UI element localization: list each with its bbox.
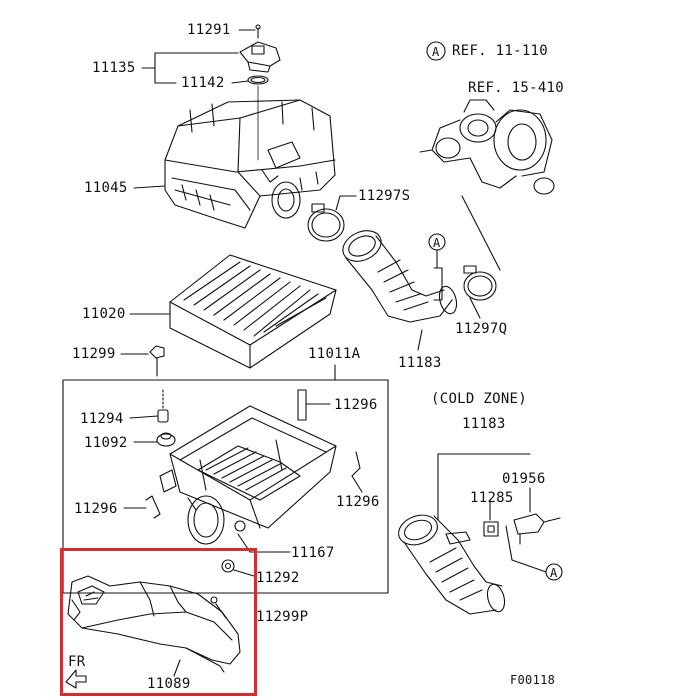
callout-11011a: 11011A [308,346,361,362]
air-cleaner-cover-part [164,85,336,229]
ref-a-letter: A [432,45,440,59]
callout-11167: 11167 [291,545,335,561]
callout-11296-left: 11296 [74,501,118,517]
intake-hose-upper-part [342,230,458,323]
ref-11-110: REF. 11-110 [452,43,549,59]
grommet-11294-part [157,389,169,423]
hose-clamp-q-part [463,265,497,301]
callout-11296-right: 11296 [336,494,380,510]
figure-code: F00118 [510,673,556,687]
callout-11299: 11299 [72,346,116,362]
sensor-01956-part [513,513,561,545]
holder-11296-left-part [145,495,161,519]
front-arrow-icon [65,669,87,689]
callout-11297q: 11297Q [455,321,508,337]
a-marker-low-letter: A [550,566,558,580]
callout-11183-upper: 11183 [398,355,442,371]
hose-clamp-s-part [307,203,345,242]
front-label: FR [68,654,86,670]
callout-11089: 11089 [147,676,191,692]
holder-11296-upper-part [297,389,307,421]
callout-11183-cold: 11183 [462,416,506,432]
a-marker-mid-letter: A [433,236,441,250]
callout-11294: 11294 [80,411,124,427]
callout-11045: 11045 [84,180,128,196]
o-ring-part [247,75,269,85]
air-duct-part [67,575,241,673]
callout-11285: 11285 [470,490,514,506]
air-cleaner-case-part [159,405,337,545]
cushion-11092-part [156,432,176,447]
callout-11142: 11142 [181,75,225,91]
cold-zone-label: (COLD ZONE) [431,391,528,407]
callout-11292: 11292 [256,570,300,586]
clip-11285-part [483,521,499,537]
clip-11299p-part [210,596,227,619]
callout-01956: 01956 [502,471,546,487]
callout-11297s: 11297S [358,188,411,204]
bolt-11299-part [149,345,165,377]
callout-11020: 11020 [82,306,126,322]
turbocharger-reference [419,99,555,195]
airflow-sensor-part [239,24,281,73]
highlight-box [60,548,257,696]
callout-11291: 11291 [187,22,231,38]
leader-11183-upper [417,329,423,351]
leader-11297s [335,195,357,211]
holder-11296-right-part [351,451,361,477]
leader-11297q [469,297,481,319]
callout-11299p: 11299P [256,609,309,625]
case-assembly-frame [62,379,389,594]
air-filter-element-part [169,254,337,369]
nut-11292-part [221,559,235,573]
callout-11296-upper: 11296 [334,397,378,413]
callout-11092: 11092 [84,435,128,451]
callout-11135: 11135 [92,60,136,76]
ref-15-410: REF. 15-410 [468,80,565,96]
leader-turbo [461,195,501,271]
a-marker-ref [426,41,446,61]
leader-11089 [173,659,181,677]
leader-11045 [133,185,166,189]
intake-hose-cold-zone-part [398,514,506,615]
